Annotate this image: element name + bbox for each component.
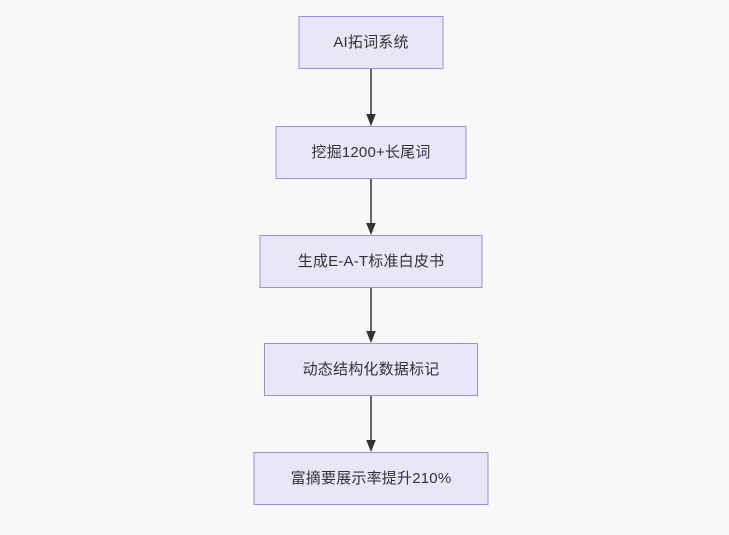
flowchart-node-label: 富摘要展示率提升210% xyxy=(290,470,452,487)
flowchart-node-n2[interactable]: 挖掘1200+长尾词 xyxy=(275,126,467,179)
flowchart-node-label: AI拓词系统 xyxy=(333,34,409,51)
arrow-down-icon xyxy=(366,396,376,452)
flowchart-edge-n1-n2 xyxy=(364,69,378,126)
flowchart-node-n5[interactable]: 富摘要展示率提升210% xyxy=(253,452,489,505)
flowchart-node-label: 动态结构化数据标记 xyxy=(302,361,440,378)
flowchart-node-label: 生成E-A-T标准白皮书 xyxy=(297,253,445,270)
flowchart-node-n3[interactable]: 生成E-A-T标准白皮书 xyxy=(259,235,483,288)
flowchart-edge-n3-n4 xyxy=(364,288,378,343)
flowchart-node-n1[interactable]: AI拓词系统 xyxy=(298,16,444,69)
arrow-down-icon xyxy=(366,69,376,126)
flowchart-node-label: 挖掘1200+长尾词 xyxy=(311,144,431,161)
arrow-down-icon xyxy=(366,179,376,235)
flowchart-edge-n2-n3 xyxy=(364,179,378,235)
flowchart-edge-n4-n5 xyxy=(364,396,378,452)
arrow-down-icon xyxy=(366,288,376,343)
flowchart-node-n4[interactable]: 动态结构化数据标记 xyxy=(264,343,478,396)
